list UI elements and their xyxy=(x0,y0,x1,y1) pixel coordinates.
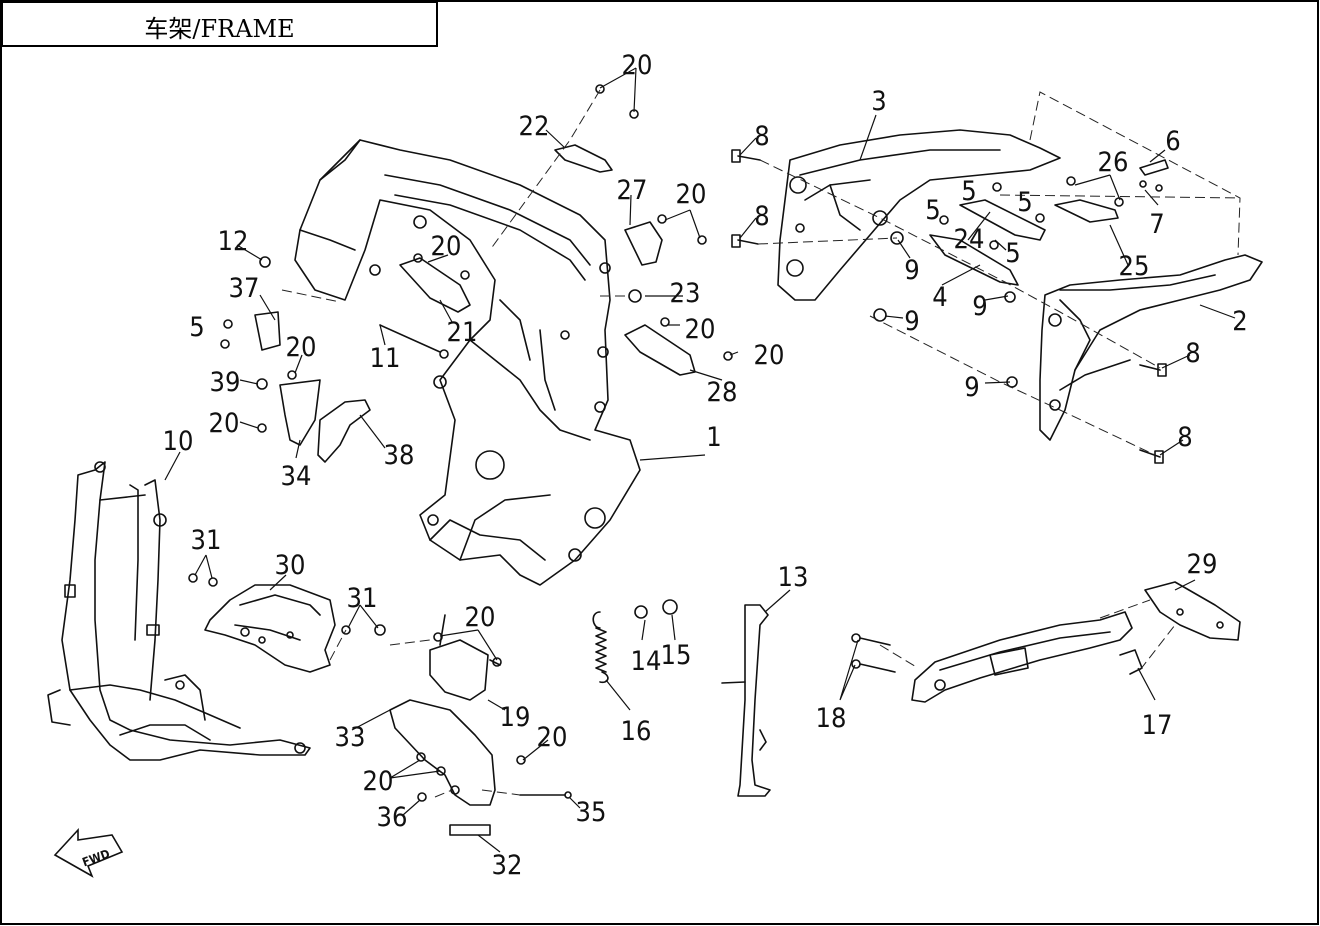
callout-13: 13 xyxy=(778,562,809,593)
callout-31: 31 xyxy=(191,525,222,556)
callout-34: 34 xyxy=(281,461,312,492)
callout-20: 20 xyxy=(622,50,653,81)
callout-9: 9 xyxy=(964,372,979,403)
callout-37: 37 xyxy=(229,273,260,304)
callout-5: 5 xyxy=(1017,187,1032,218)
callout-5: 5 xyxy=(961,176,976,207)
callout-8: 8 xyxy=(754,201,769,232)
alignment-lines xyxy=(281,89,1241,798)
callout-21: 21 xyxy=(447,317,478,348)
callout-5: 5 xyxy=(925,195,940,226)
callout-38: 38 xyxy=(384,440,415,471)
callout-8: 8 xyxy=(754,121,769,152)
fasteners xyxy=(188,84,1167,802)
leader-lines xyxy=(164,67,1236,853)
front-cradle-part xyxy=(47,461,311,761)
callout-9: 9 xyxy=(904,255,919,286)
callout-19: 19 xyxy=(500,702,531,733)
callout-8: 8 xyxy=(1185,338,1200,369)
callout-25: 25 xyxy=(1119,251,1150,282)
callout-29: 29 xyxy=(1187,549,1218,580)
callout-20: 20 xyxy=(431,231,462,262)
callout-10: 10 xyxy=(163,426,194,457)
spring-part xyxy=(592,611,609,684)
callout-26: 26 xyxy=(1098,147,1129,178)
callout-20: 20 xyxy=(754,340,785,371)
callout-24: 24 xyxy=(954,224,985,255)
title-box: 车架/FRAME xyxy=(1,1,438,47)
callout-18: 18 xyxy=(816,703,847,734)
callout-20: 20 xyxy=(465,602,496,633)
rear-upper-frame-part xyxy=(777,129,1061,301)
callout-12: 12 xyxy=(218,226,249,257)
callout-22: 22 xyxy=(519,111,550,142)
callout-3: 3 xyxy=(871,86,886,117)
callout-labels: 1 2 3 4 5 5 5 5 5 6 7 8 8 8 8 9 9 9 9 10… xyxy=(163,50,1248,881)
callout-20: 20 xyxy=(286,332,317,363)
callout-17: 17 xyxy=(1142,710,1173,741)
passenger-bracket-part xyxy=(911,581,1241,703)
callout-20: 20 xyxy=(363,766,394,797)
callout-6: 6 xyxy=(1165,126,1180,157)
callout-4: 4 xyxy=(932,282,947,313)
callout-31: 31 xyxy=(347,583,378,614)
rear-sub-frame-part xyxy=(1039,254,1263,441)
long-bolt-part xyxy=(379,324,441,353)
callout-15: 15 xyxy=(661,640,692,671)
callout-7: 7 xyxy=(1149,209,1164,240)
callout-35: 35 xyxy=(576,797,607,828)
callout-20: 20 xyxy=(537,722,568,753)
side-stand-part xyxy=(721,604,771,797)
main-frame-part xyxy=(294,139,641,586)
callout-20: 20 xyxy=(209,408,240,439)
callout-1: 1 xyxy=(706,422,721,453)
callout-2: 2 xyxy=(1232,306,1247,337)
callout-5: 5 xyxy=(1005,238,1020,269)
callout-28: 28 xyxy=(707,377,738,408)
bracket-30-part xyxy=(204,584,336,673)
callout-14: 14 xyxy=(631,646,662,677)
callout-23: 23 xyxy=(670,278,701,309)
callout-11: 11 xyxy=(370,343,401,374)
callout-9: 9 xyxy=(972,291,987,322)
page-title: 车架/FRAME xyxy=(144,15,295,43)
fwd-arrow-icon: FWD xyxy=(53,827,124,878)
callout-8: 8 xyxy=(1177,422,1192,453)
plate-parts xyxy=(399,144,1169,376)
callout-39: 39 xyxy=(210,367,241,398)
callout-30: 30 xyxy=(275,550,306,581)
callout-20: 20 xyxy=(685,314,716,345)
callout-27: 27 xyxy=(617,175,648,206)
callout-36: 36 xyxy=(377,802,408,833)
callout-32: 32 xyxy=(492,850,523,881)
callout-33: 33 xyxy=(335,722,366,753)
callout-5: 5 xyxy=(189,312,204,343)
callout-20: 20 xyxy=(676,179,707,210)
callout-16: 16 xyxy=(621,716,652,747)
callout-9: 9 xyxy=(904,306,919,337)
